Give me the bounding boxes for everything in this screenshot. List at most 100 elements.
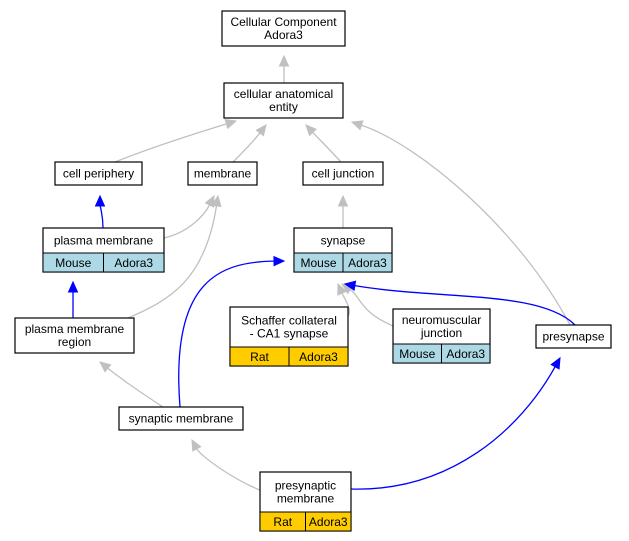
edge-synaptic-membrane-to-plasma-membrane-region	[99, 361, 164, 408]
arrowhead-icon	[343, 280, 357, 291]
edge-synapse-to-cell-junction	[337, 194, 349, 228]
node-box	[221, 10, 346, 47]
species-label: Rat	[273, 515, 292, 529]
node-box	[302, 161, 384, 186]
node-box	[187, 161, 258, 186]
node-label-line: cell junction	[312, 167, 375, 181]
edge-presynaptic-membrane-to-presynapse	[350, 356, 561, 490]
edge-line	[350, 366, 556, 490]
edge-cell-junction-to-cellular-anatomical-entity	[305, 124, 342, 163]
edge-presynaptic-membrane-to-synaptic-membrane	[191, 438, 263, 492]
node-label-line: presynapse	[542, 330, 604, 344]
node-cell-junction[interactable]: cell junction	[302, 161, 384, 186]
arrowhead-icon	[255, 124, 267, 137]
edge-presynapse-to-synapse	[343, 280, 576, 326]
node-presynapse[interactable]: presynapse	[535, 324, 612, 349]
node-label-line: region	[58, 335, 91, 349]
edge-line	[232, 132, 261, 163]
node-label-line: synaptic membrane	[129, 412, 234, 426]
node-label-line: Cellular Component	[230, 15, 337, 29]
gene-cell	[103, 252, 165, 273]
node-box	[54, 161, 143, 186]
node-membrane[interactable]: membrane	[187, 161, 258, 186]
arrowhead-icon	[350, 120, 364, 131]
edge-line	[354, 285, 576, 326]
node-synaptic-membrane[interactable]: synaptic membrane	[118, 406, 244, 431]
species-label: Mouse	[300, 256, 336, 270]
node-label-line: neuromuscular	[402, 313, 481, 327]
gene-cell	[288, 346, 349, 367]
edge-line	[196, 448, 263, 492]
edge-plasma-membrane-to-membrane	[163, 194, 215, 239]
edge-plasma-membrane-region-to-plasma-membrane	[67, 280, 79, 318]
node-label-line: cell periphery	[63, 167, 134, 181]
species-label: Mouse	[399, 347, 435, 361]
node-label-line: cellular anatomical	[234, 87, 333, 101]
edge-membrane-to-cellular-anatomical-entity	[232, 124, 267, 163]
edge-line	[361, 124, 571, 326]
edge-line	[349, 289, 394, 327]
node-label-line: entity	[269, 100, 298, 114]
arrowhead-icon	[337, 282, 348, 296]
arrowhead-icon	[278, 54, 290, 67]
arrowhead-icon	[273, 255, 286, 267]
arrowhead-icon	[211, 194, 222, 208]
gene-cell	[441, 343, 491, 364]
gene-cell	[342, 252, 393, 273]
gene-label: Adora3	[446, 347, 485, 361]
arrowhead-icon	[67, 280, 79, 293]
node-cell-periphery[interactable]: cell periphery	[54, 161, 143, 186]
node-box	[14, 317, 135, 354]
species-label: Rat	[250, 350, 269, 364]
species-label: Mouse	[55, 256, 91, 270]
edge-line	[163, 204, 211, 239]
arrowhead-icon	[337, 194, 349, 207]
node-label-line: synapse	[321, 234, 366, 248]
edge-line	[114, 123, 227, 163]
node-box	[118, 406, 244, 431]
gene-label: Adora3	[299, 350, 338, 364]
edge-line	[127, 205, 218, 319]
edge-line	[178, 260, 275, 408]
arrowhead-icon	[94, 194, 106, 207]
node-label-line: presynaptic	[275, 479, 336, 493]
arrowhead-icon	[224, 119, 238, 130]
edge-cell-periphery-to-cellular-anatomical-entity	[114, 119, 238, 163]
edge-line	[312, 131, 342, 163]
edge-cellular-anatomical-entity-to-root	[278, 54, 290, 83]
edge-plasma-membrane-to-cell-periphery	[94, 194, 106, 229]
edge-line	[107, 367, 164, 408]
node-label-line: Adora3	[264, 28, 303, 42]
arrowhead-icon	[204, 194, 215, 208]
node-label-line: - CA1 synapse	[250, 327, 329, 341]
arrowhead-icon	[191, 438, 202, 452]
edge-synaptic-membrane-to-synapse	[178, 255, 286, 408]
arrowhead-icon	[550, 356, 561, 370]
node-label-line: Schaffer collateral	[241, 314, 337, 328]
arrowhead-icon	[99, 361, 112, 373]
edges-layer	[67, 54, 576, 492]
node-label-line: plasma membrane	[25, 322, 125, 336]
gene-label: Adora3	[309, 515, 348, 529]
gene-label: Adora3	[348, 256, 387, 270]
node-label-line: membrane	[194, 167, 252, 181]
gene-label: Adora3	[114, 256, 153, 270]
node-label-line: junction	[420, 326, 462, 340]
arrowhead-icon	[305, 124, 317, 137]
edge-presynapse-to-cellular-anatomical-entity	[350, 120, 571, 326]
node-box	[223, 82, 344, 119]
edge-line	[99, 205, 104, 229]
node-label-line: plasma membrane	[54, 234, 154, 248]
node-box	[535, 324, 612, 349]
node-label-line: membrane	[277, 492, 335, 506]
